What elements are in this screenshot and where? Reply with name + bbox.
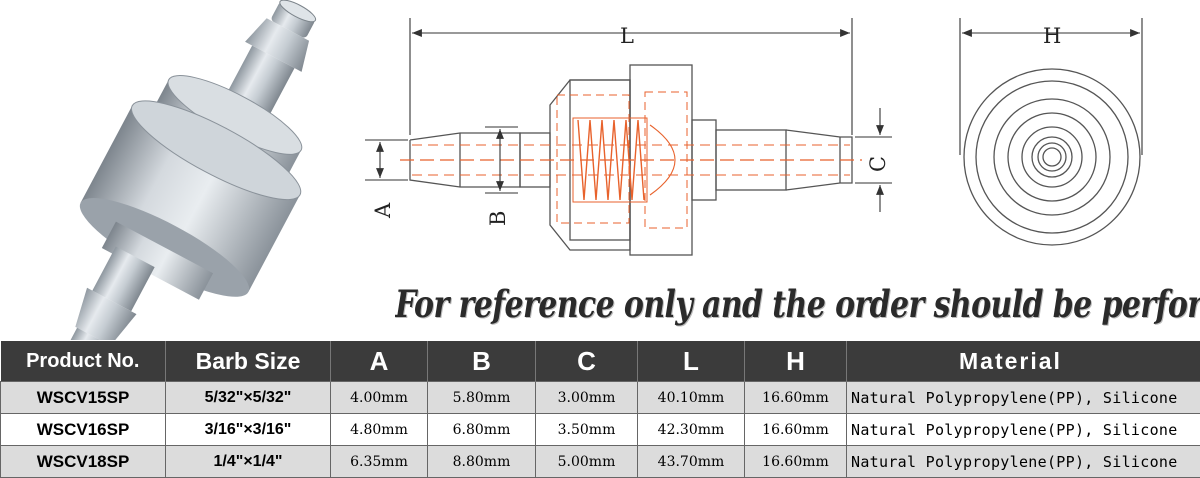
cell-product: WSCV16SP	[1, 414, 166, 446]
cell-l: 43.70mm	[638, 446, 745, 478]
header-b: B	[428, 341, 536, 382]
cell-barb-size: 1/4"×1/4"	[166, 446, 331, 478]
table-row: WSCV16SP 3/16"×3/16" 4.80mm 6.80mm 3.50m…	[1, 414, 1200, 446]
header-material: Material	[847, 341, 1200, 382]
table-row: WSCV18SP 1/4"×1/4" 6.35mm 8.80mm 5.00mm …	[1, 446, 1200, 478]
dimension-lines	[365, 18, 1142, 212]
cell-barb-size: 5/32"×5/32"	[166, 382, 331, 414]
dim-label-h: H	[1043, 24, 1061, 48]
cell-a: 6.35mm	[331, 446, 428, 478]
cell-c: 3.00mm	[536, 382, 638, 414]
cell-barb-size: 3/16"×3/16"	[166, 414, 331, 446]
dim-label-l: L	[620, 24, 634, 48]
dim-label-b: B	[486, 211, 510, 226]
table-header-row: Product No. Barb Size A B C L H Material	[1, 341, 1200, 382]
cell-material: Natural Polypropylene(PP), Silicone	[847, 382, 1200, 414]
valve-3d-render	[53, 0, 329, 340]
header-a: A	[331, 341, 428, 382]
cell-material: Natural Polypropylene(PP), Silicone	[847, 446, 1200, 478]
cell-product: WSCV15SP	[1, 382, 166, 414]
header-h: H	[745, 341, 847, 382]
valve-end-view	[964, 69, 1140, 245]
cell-h: 16.60mm	[745, 414, 847, 446]
cell-h: 16.60mm	[745, 382, 847, 414]
cell-a: 4.00mm	[331, 382, 428, 414]
cell-c: 3.50mm	[536, 414, 638, 446]
table-row: WSCV15SP 5/32"×5/32" 4.00mm 5.80mm 3.00m…	[1, 382, 1200, 414]
cell-c: 5.00mm	[536, 446, 638, 478]
dim-label-a: A	[371, 202, 395, 219]
header-l: L	[638, 341, 745, 382]
cell-b: 6.80mm	[428, 414, 536, 446]
header-barb-size: Barb Size	[166, 341, 331, 382]
header-c: C	[536, 341, 638, 382]
cell-product: WSCV18SP	[1, 446, 166, 478]
cell-b: 8.80mm	[428, 446, 536, 478]
reference-note: For reference only and the order should …	[395, 283, 1200, 346]
cell-l: 40.10mm	[638, 382, 745, 414]
cell-h: 16.60mm	[745, 446, 847, 478]
cell-l: 42.30mm	[638, 414, 745, 446]
cell-a: 4.80mm	[331, 414, 428, 446]
dim-label-c: C	[866, 156, 890, 172]
header-product-no: Product No.	[1, 341, 166, 382]
cell-material: Natural Polypropylene(PP), Silicone	[847, 414, 1200, 446]
cell-b: 5.80mm	[428, 382, 536, 414]
spec-table: Product No. Barb Size A B C L H Material…	[0, 341, 1200, 478]
valve-section-drawing	[400, 65, 862, 255]
